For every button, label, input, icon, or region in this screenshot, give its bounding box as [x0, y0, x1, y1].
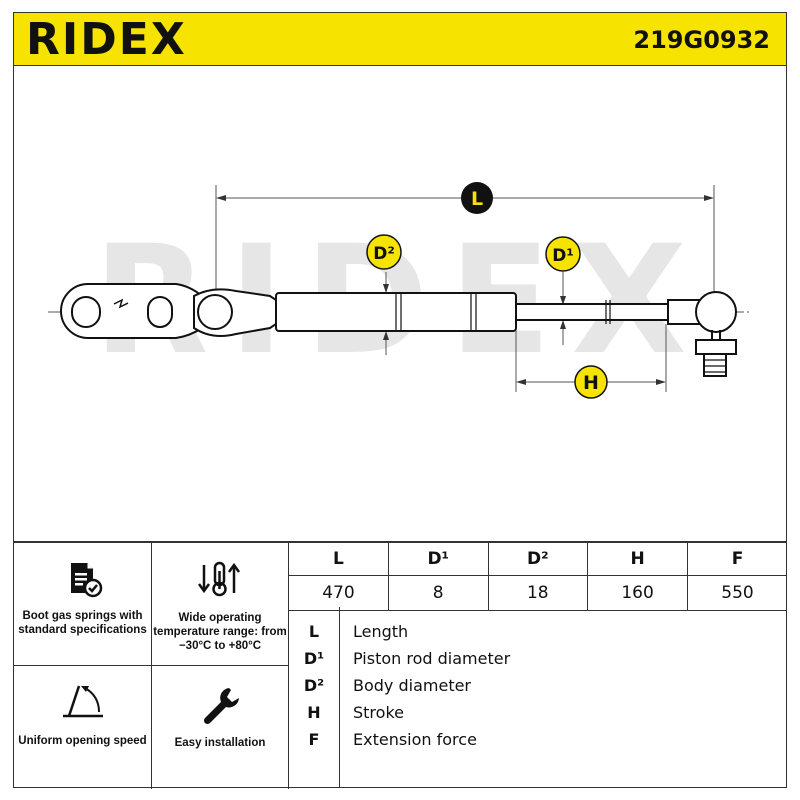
feature-text: Wide operating temperature range: from −… [153, 612, 287, 652]
legend: L Length D¹ Piston rod diameter D² Body … [289, 607, 787, 788]
legend-row: D¹ Piston rod diameter [289, 645, 787, 672]
part-number: 219G0932 [633, 26, 770, 54]
label-L: L [471, 188, 483, 210]
gas-spring-drawing: RIDEX L D² D¹ H [48, 182, 752, 399]
legend-key: H [307, 703, 321, 722]
end-fitting [193, 288, 277, 337]
specs-value-cell: 18 [488, 575, 589, 611]
label-L-badge [461, 182, 493, 214]
legend-key: D¹ [303, 649, 325, 668]
legend-row: H Stroke [289, 699, 787, 726]
label-D1: D¹ [552, 246, 574, 266]
label-D2-badge [366, 234, 402, 270]
specs-value-cell: 470 [289, 575, 389, 611]
feature-easy-installation: Easy installation [152, 666, 289, 789]
legend-divider [339, 607, 340, 788]
specs-header-cell: F [687, 543, 787, 576]
feature-text: Boot gas springs with standard specifica… [18, 610, 147, 636]
label-H: H [583, 372, 599, 394]
legend-label: Piston rod diameter [353, 649, 511, 668]
specs-header-cell: D² [488, 543, 589, 576]
feature-opening-speed: Uniform opening speed [14, 666, 152, 789]
header-bar: RIDEX 219G0932 [13, 12, 787, 66]
ball-socket [667, 291, 737, 377]
brand-logo: RIDEX [26, 14, 187, 65]
label-D1-badge [545, 236, 581, 272]
dimension-D1: D¹ [545, 236, 581, 345]
legend-label: Length [353, 622, 409, 641]
feature-text: Easy installation [174, 737, 266, 749]
piston-rod [515, 300, 673, 324]
cylinder-body [275, 292, 517, 332]
opening-angle-icon [62, 685, 103, 718]
legend-key: F [308, 730, 320, 749]
legend-label: Body diameter [353, 676, 472, 695]
specs-value-row: 470 8 18 160 550 [289, 575, 787, 611]
legend-row: D² Body diameter [289, 672, 787, 699]
label-D2: D² [373, 244, 395, 264]
specs-header-row: L D¹ D² H F [289, 543, 787, 576]
label-H-badge [574, 365, 608, 399]
legend-label: Stroke [353, 703, 404, 722]
legend-key: D² [303, 676, 325, 695]
legend-row: F Extension force [289, 726, 787, 753]
legend-label: Extension force [353, 730, 477, 749]
specs-header-cell: H [587, 543, 689, 576]
wrench-icon [203, 688, 239, 725]
specs-value-cell: 160 [587, 575, 689, 611]
dimension-H: H [515, 324, 667, 399]
dimension-D2: D² [366, 234, 402, 355]
document-check-icon [70, 563, 102, 598]
specs-value-cell: 550 [687, 575, 787, 611]
legend-row: L Length [289, 618, 787, 645]
drawing-frame [13, 66, 787, 542]
divider [152, 665, 289, 666]
info-panel: Boot gas springs with standard specifica… [13, 542, 787, 789]
specs-table: L D¹ D² H F 470 8 18 160 550 [289, 543, 787, 611]
dimension-L: L [215, 182, 715, 312]
eyelet-bracket [60, 283, 211, 339]
feature-text: Uniform opening speed [18, 735, 147, 747]
specs-header-cell: L [289, 543, 389, 576]
specs-header-cell: D¹ [388, 543, 489, 576]
specs-value-cell: 8 [388, 575, 489, 611]
temperature-arrows-icon [198, 561, 241, 597]
feature-standard-specs: Boot gas springs with standard specifica… [14, 543, 152, 666]
legend-key: L [308, 622, 320, 641]
